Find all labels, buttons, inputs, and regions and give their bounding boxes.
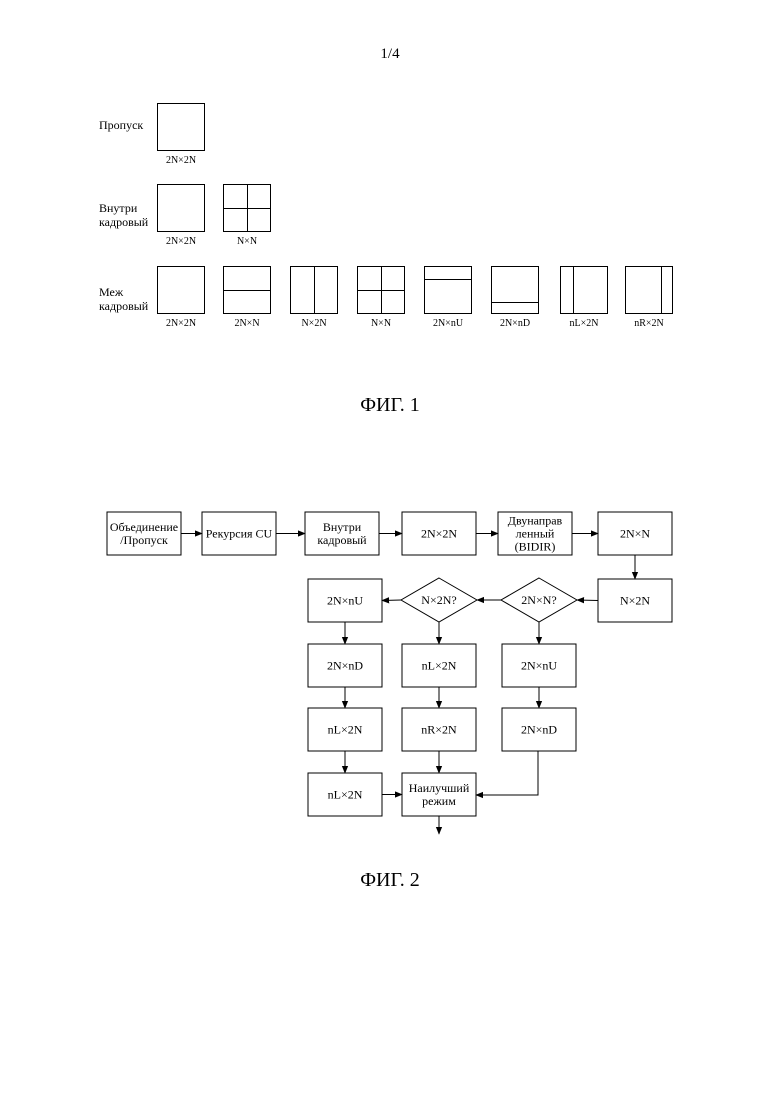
flow-label-dec-2NxN: 2N×N?	[521, 593, 556, 607]
flow-label-right-2NxnD: 2N×nD	[521, 723, 557, 737]
figure-2-caption: ФИГ. 2	[0, 869, 780, 892]
flow-label-intra: Внутрикадровый	[317, 520, 367, 547]
arrow-Nx2N-to-dec1	[577, 600, 598, 601]
flow-label-mid-nLx2N: nL×2N	[422, 659, 457, 673]
arrow-dec2-to-left	[382, 600, 401, 601]
flow-label-cu-recursion: Рекурсия CU	[206, 527, 273, 541]
flow-label-left-nLx2N-b: nL×2N	[328, 788, 363, 802]
flow-label-p2Nx2N: 2N×2N	[421, 527, 457, 541]
flow-label-right-2NxnU: 2N×nU	[521, 659, 557, 673]
flow-label-pNx2N: N×2N	[620, 594, 650, 608]
flow-label-left-nLx2N-a: nL×2N	[328, 723, 363, 737]
flow-label-mid-nRx2N: nR×2N	[421, 723, 457, 737]
flow-label-p2NxN: 2N×N	[620, 527, 650, 541]
flow-label-left-2NxnU: 2N×nU	[327, 594, 363, 608]
flow-label-dec-Nx2N: N×2N?	[421, 593, 456, 607]
flow-label-left-2NxnD: 2N×nD	[327, 659, 363, 673]
arrow-right-to-best	[476, 751, 538, 795]
